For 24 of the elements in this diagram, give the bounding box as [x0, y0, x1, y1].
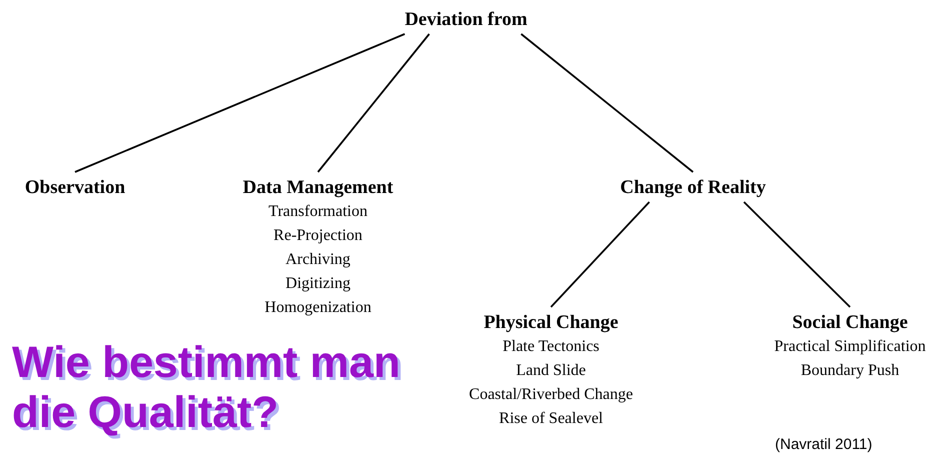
node-heading: Data Management — [242, 176, 394, 200]
connector-line — [317, 33, 430, 173]
node-item: Land Slide — [516, 361, 586, 381]
node-item: Digitizing — [286, 274, 350, 294]
node-item: Transformation — [268, 202, 368, 222]
connector-line — [74, 33, 406, 173]
node-item: Coastal/Riverbed Change — [469, 385, 633, 405]
node-item: Archiving — [286, 250, 350, 270]
citation: (Navratil 2011) — [775, 436, 872, 453]
node-item: Homogenization — [264, 298, 372, 318]
node-item: Practical Simplification — [774, 337, 926, 357]
node-item: Rise of Sealevel — [499, 409, 603, 429]
node-heading: Social Change — [792, 311, 908, 335]
node-item: Re-Projection — [274, 226, 362, 246]
node-item: Boundary Push — [800, 361, 900, 381]
node-heading: Physical Change — [484, 311, 618, 335]
node-heading: Change of Reality — [620, 176, 766, 200]
node-heading: Observation — [24, 176, 126, 200]
connector-line — [520, 33, 694, 173]
wordart-title: Wie bestimmt man die Qualität? — [12, 338, 402, 438]
node-heading: Deviation from — [404, 8, 528, 32]
node-item: Plate Tectonics — [502, 337, 600, 357]
connector-line — [743, 201, 851, 308]
connector-line — [550, 201, 650, 308]
